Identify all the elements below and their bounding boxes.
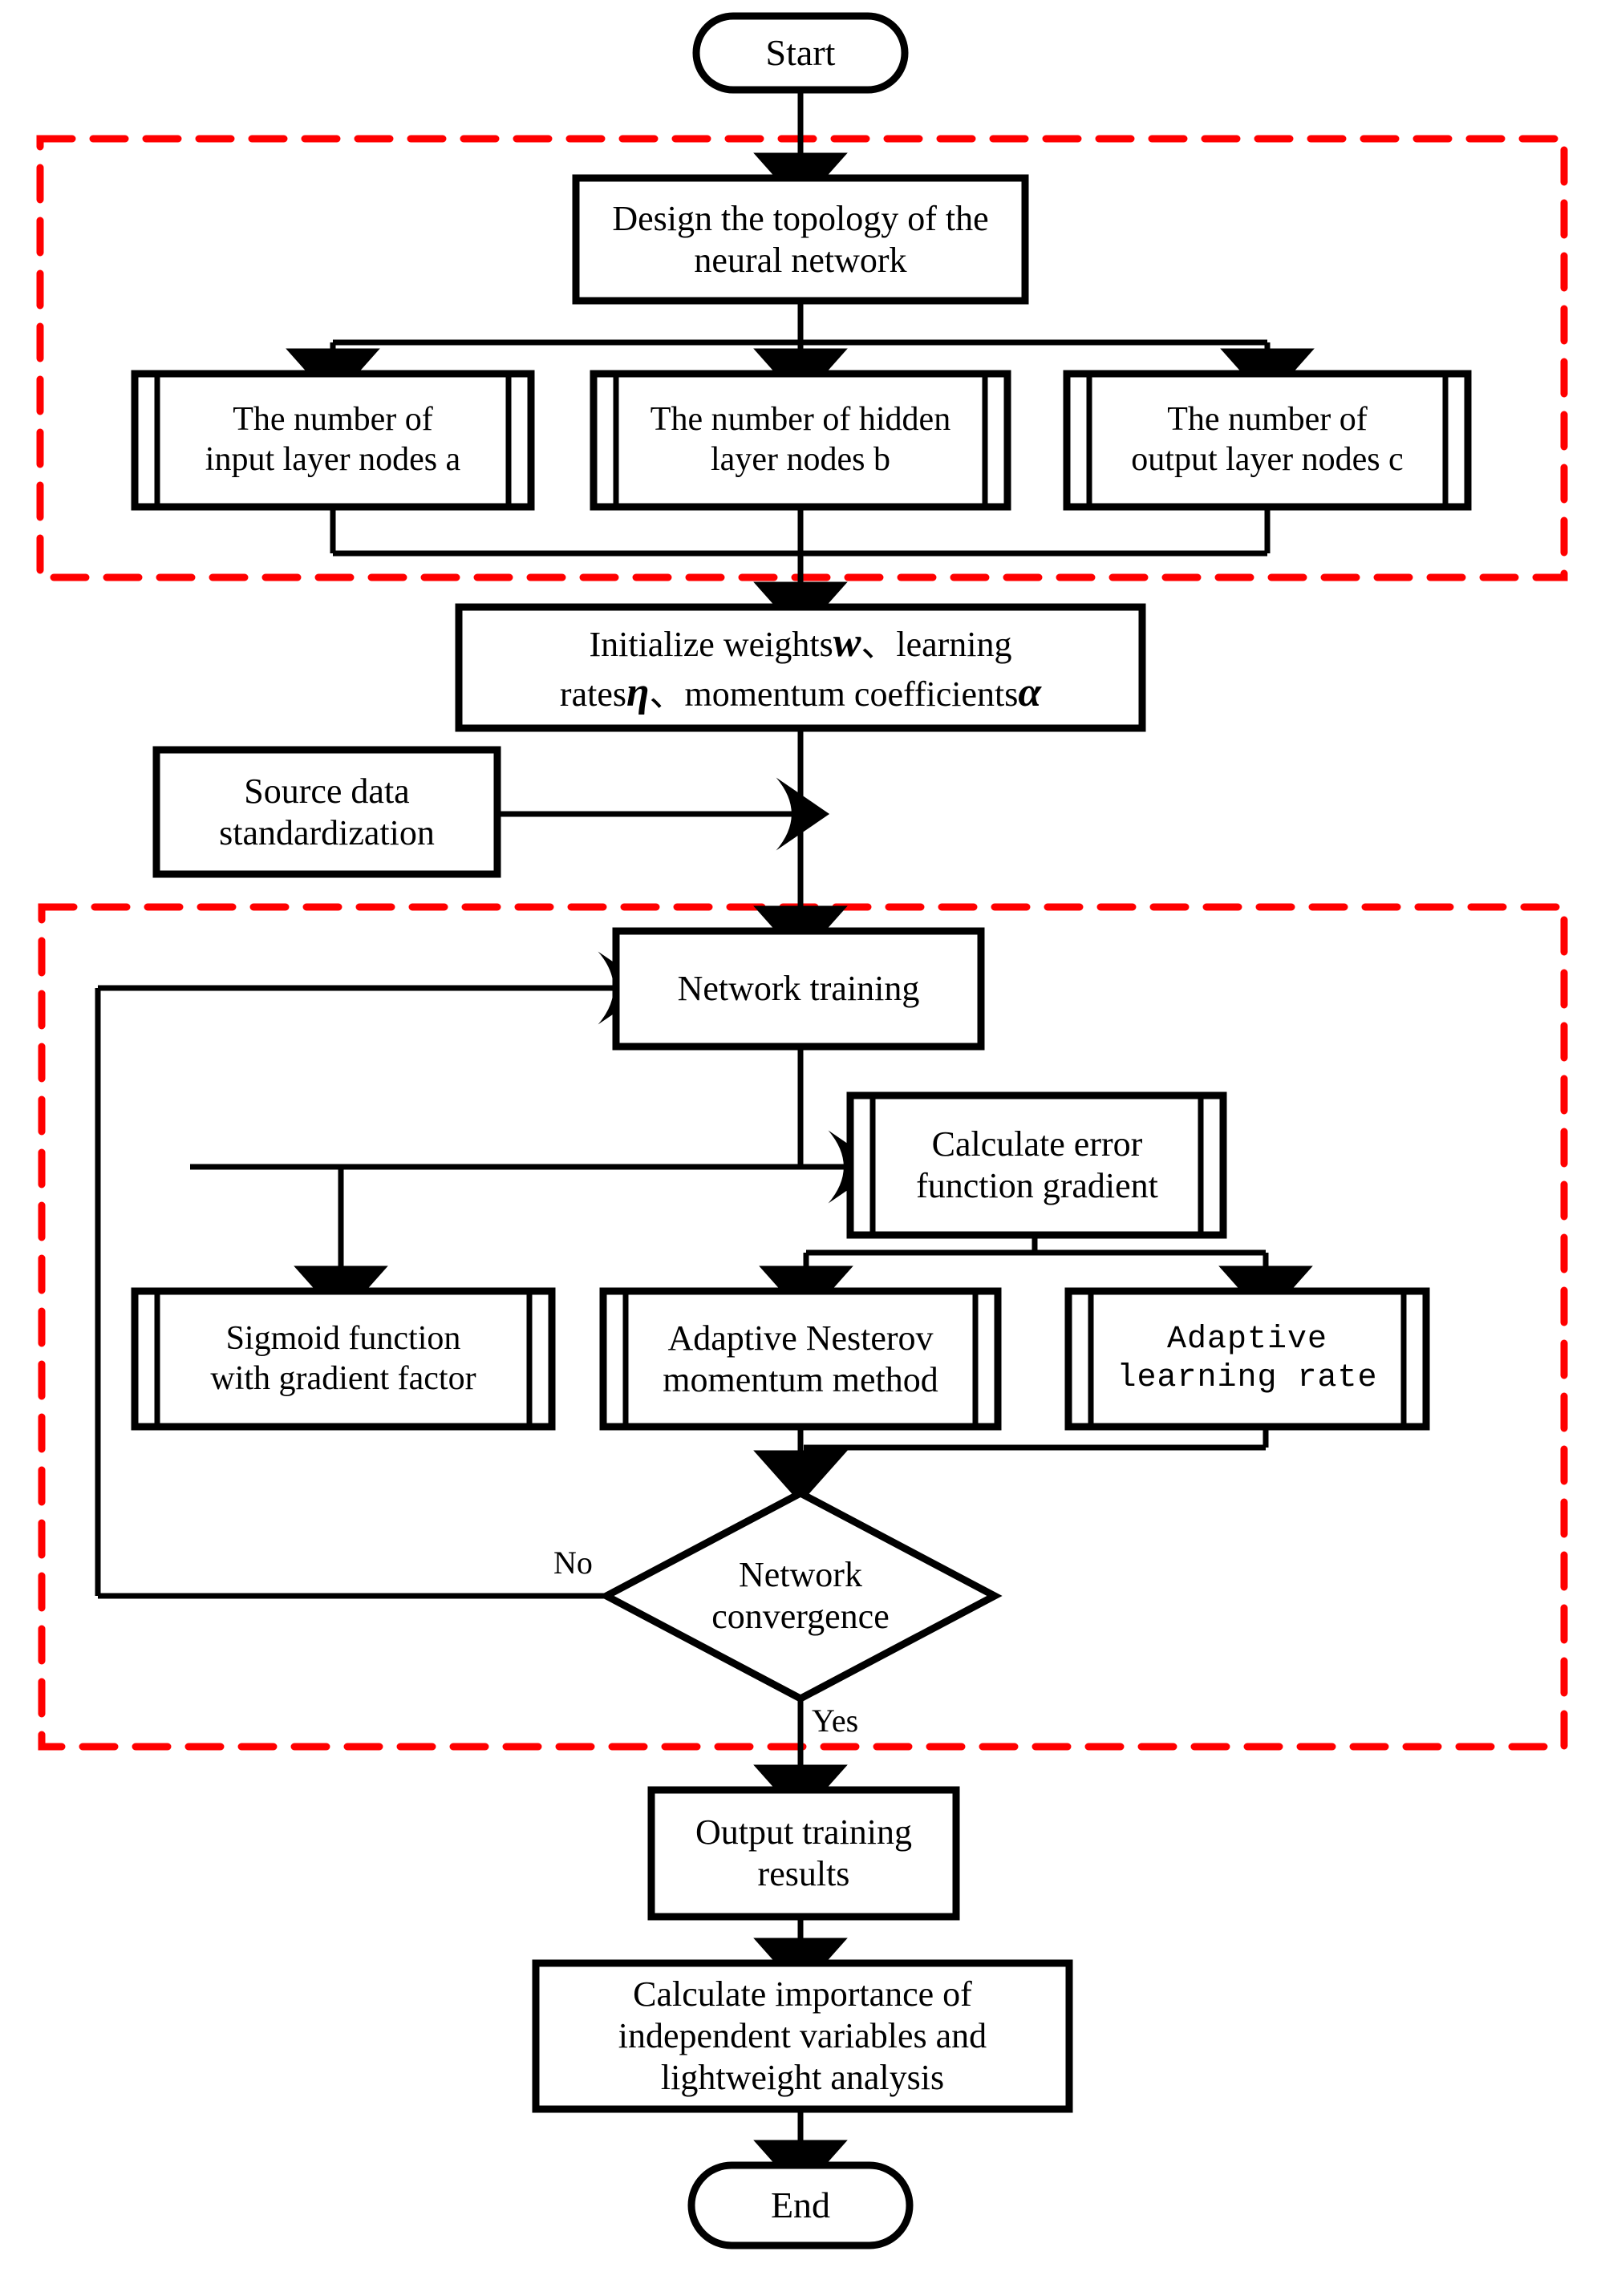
node-shape-input-nodes[interactable] (131, 370, 535, 511)
node-shape-output-nodes[interactable] (1063, 370, 1472, 511)
node-shape-end[interactable] (687, 2161, 914, 2249)
edge-label-yes: Yes (812, 1703, 859, 1739)
node-shape-start[interactable] (692, 12, 909, 94)
node-shape-hidden-nodes[interactable] (590, 370, 1011, 511)
node-shape-design-topology[interactable] (572, 174, 1029, 305)
edge-label-no: No (553, 1545, 593, 1581)
node-shape-output-results[interactable] (647, 1786, 960, 1921)
node-shape-error-gradient[interactable] (846, 1091, 1227, 1239)
node-shape-network-training[interactable] (612, 927, 985, 1051)
decision-diamond-convergence (598, 1488, 1003, 1703)
node-shape-importance[interactable] (532, 1959, 1073, 2113)
node-shape-initialize[interactable] (455, 603, 1146, 732)
node-shape-source-data[interactable] (152, 746, 501, 878)
node-shape-adaptive-lr[interactable] (1064, 1287, 1430, 1431)
node-shape-sigmoid[interactable] (131, 1287, 556, 1431)
connector-group (95, 90, 1267, 2165)
node-shape-nesterov[interactable] (599, 1287, 1002, 1431)
